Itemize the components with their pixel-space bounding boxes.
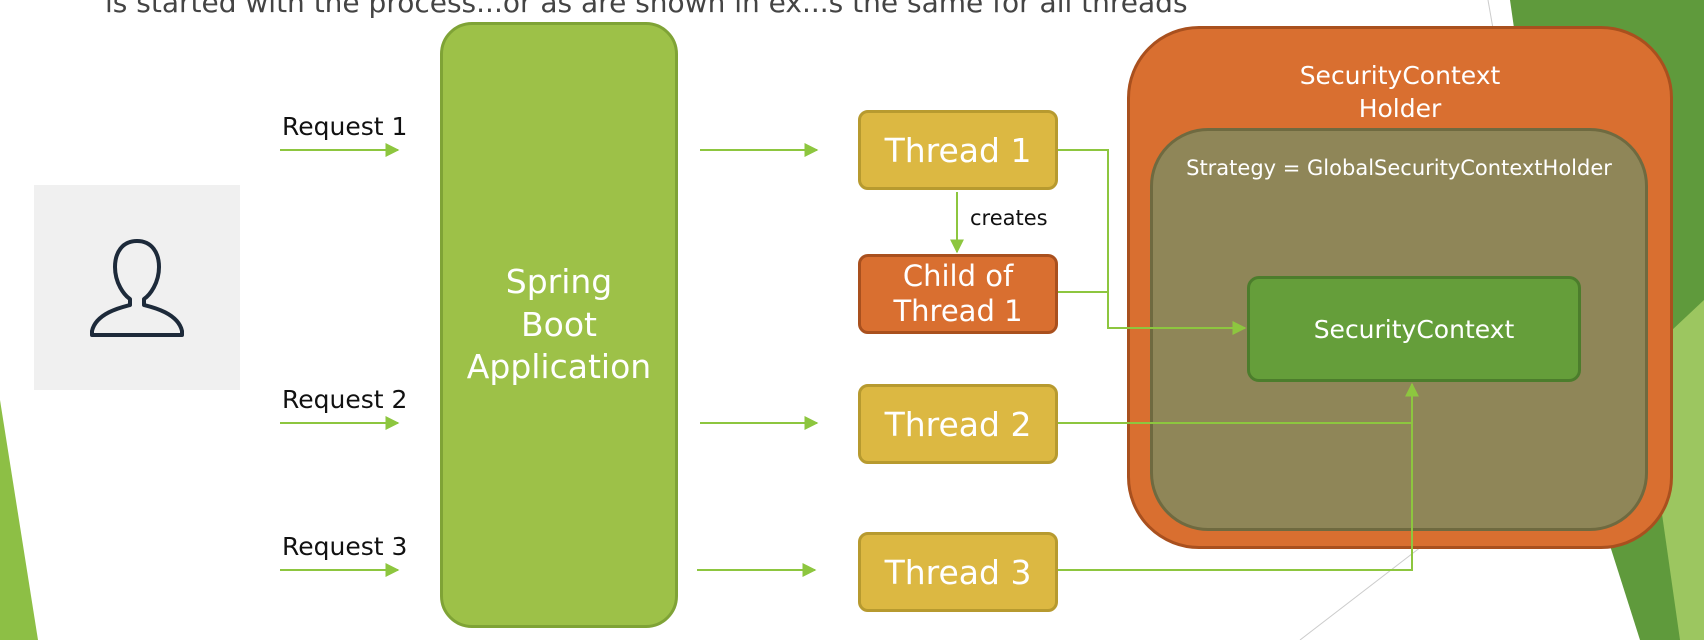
spring-boot-application: Spring Boot Application [440,22,678,628]
user-icon [90,238,184,337]
security-context: SecurityContext [1247,276,1581,382]
top-caption: is started with the process...or as are … [105,0,1188,19]
thread-label: Thread 2 [884,404,1032,444]
left-accent-shape [0,400,38,640]
thread-label: Thread 1 [884,130,1032,170]
request-label: Request 1 [282,112,408,141]
creates-label: creates [970,206,1048,230]
strategy-label: Strategy = GlobalSecurityContextHolder [1186,156,1612,180]
child-thread-label: Child of Thread 1 [893,259,1023,328]
thread-2: Thread 2 [858,384,1058,464]
thread-label: Thread 3 [884,552,1032,592]
app-label: Spring Boot Application [466,261,652,387]
thread-3: Thread 3 [858,532,1058,612]
security-context-label: SecurityContext [1313,314,1515,344]
holder-title: SecurityContext Holder [1299,61,1501,123]
request-label: Request 3 [282,532,408,561]
user-panel [34,185,240,390]
child-thread: Child of Thread 1 [858,254,1058,334]
request-label: Request 2 [282,385,408,414]
thread-1: Thread 1 [858,110,1058,190]
